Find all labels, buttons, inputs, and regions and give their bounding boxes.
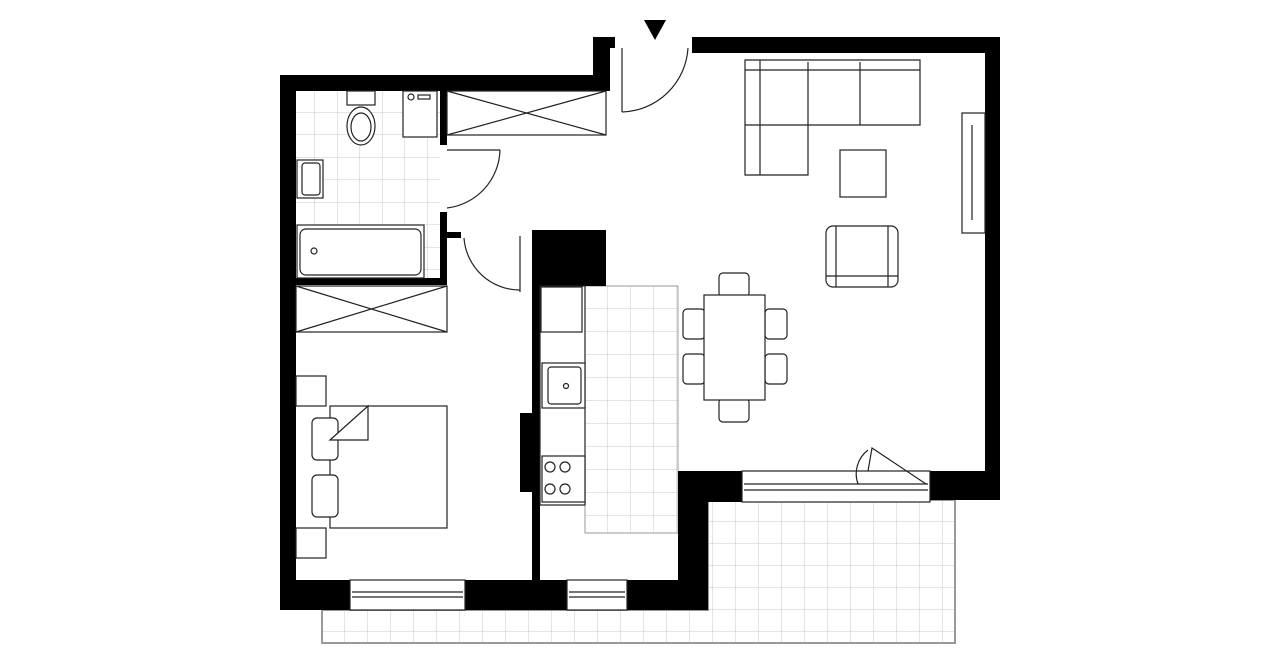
- doors: [446, 47, 927, 485]
- stove: [541, 455, 586, 503]
- washbasin: [296, 159, 324, 199]
- hall-closet: [446, 90, 607, 136]
- windows: [349, 470, 931, 611]
- dining-table: [682, 272, 788, 423]
- tv-unit: [961, 112, 986, 234]
- coffee-table: [839, 149, 887, 198]
- sofa: [744, 59, 921, 176]
- toilet: [346, 90, 376, 146]
- walls: [280, 37, 1000, 610]
- triangle-down-icon: [644, 20, 666, 40]
- bathtub: [296, 224, 425, 279]
- bedroom-wardrobe: [295, 285, 448, 333]
- washing-machine: [402, 90, 438, 138]
- armchair: [825, 225, 899, 288]
- bed: [295, 375, 448, 559]
- kitchen-counter: [539, 285, 586, 506]
- kitchen-floor: [584, 285, 679, 534]
